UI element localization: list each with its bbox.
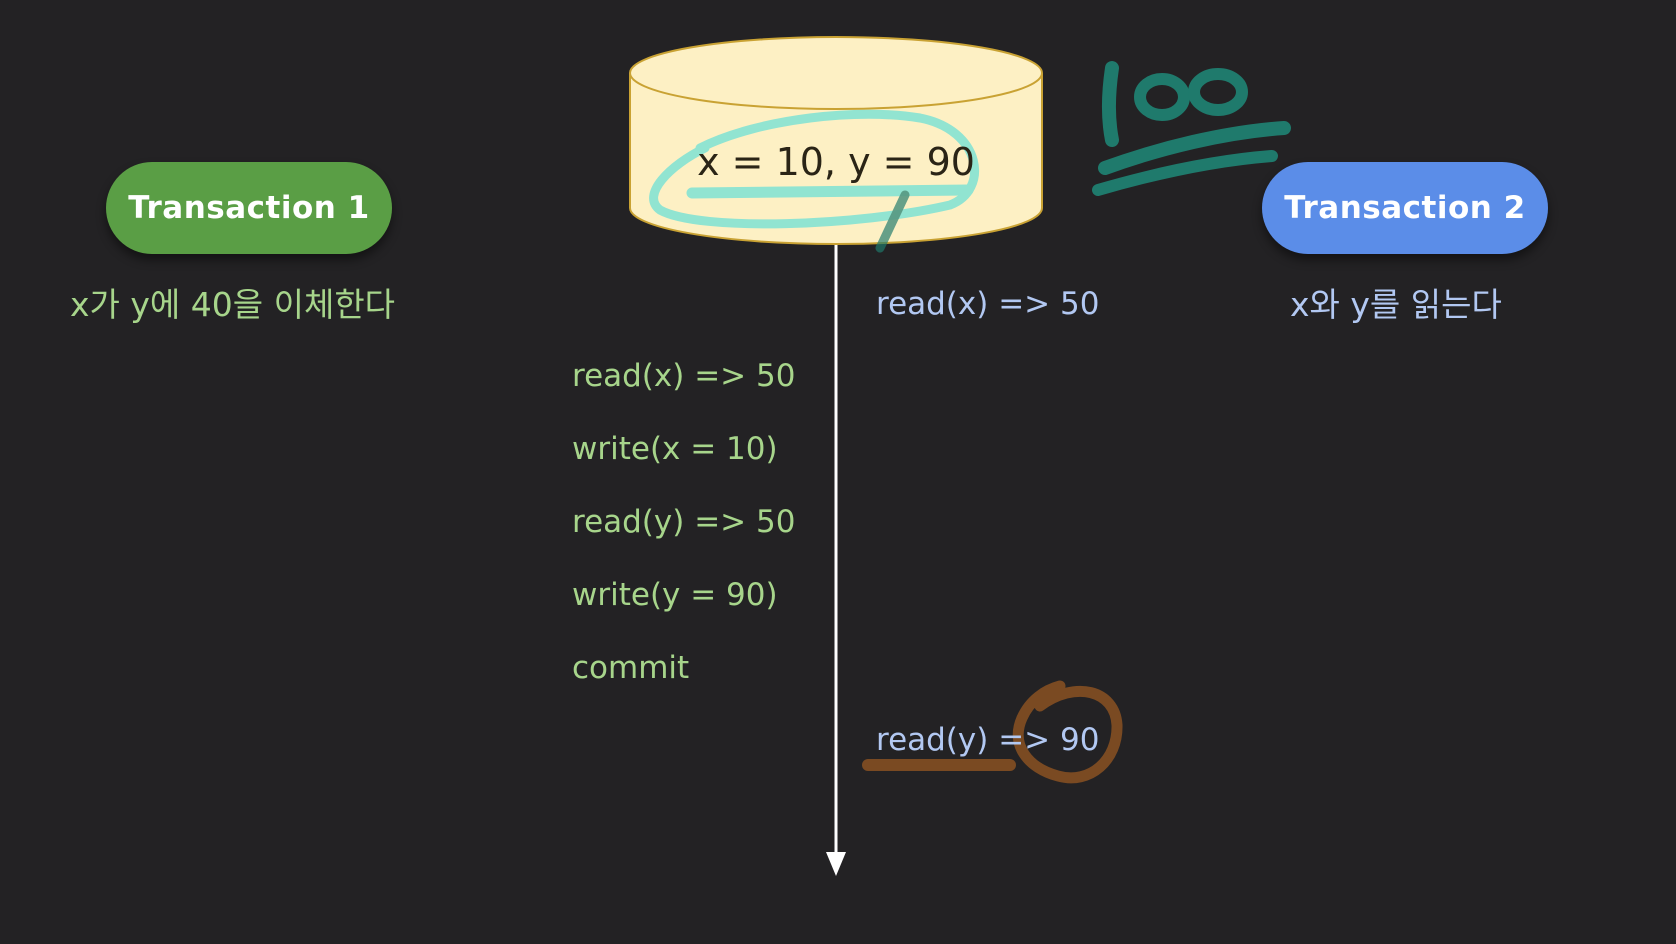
brown-circle-annotation [862,680,1123,784]
t2-op-read-y: read(y) => 90 [876,722,1100,758]
t1-op-write-x: write(x = 10) [572,431,778,467]
transaction-1-description: x가 y에 40을 이체한다 [70,285,396,324]
t2-op-read-x: read(x) => 50 [876,286,1100,322]
t1-op-write-y: write(y = 90) [572,577,778,613]
t1-op-read-x: read(x) => 50 [572,358,796,394]
database-value-label: x = 10, y = 90 [697,140,975,184]
transaction-2-description: x와 y를 읽는다 [1290,285,1502,324]
t1-op-read-y: read(y) => 50 [572,504,796,540]
t1-op-commit: commit [572,650,690,686]
database-cylinder [629,36,1043,245]
cyan-highlight-scribble [649,109,980,253]
timeline-arrow [826,245,846,876]
transaction-1-badge: Transaction 1 [106,162,392,254]
transaction-2-badge: Transaction 2 [1262,162,1548,254]
handwritten-100-annotation [1092,61,1291,196]
